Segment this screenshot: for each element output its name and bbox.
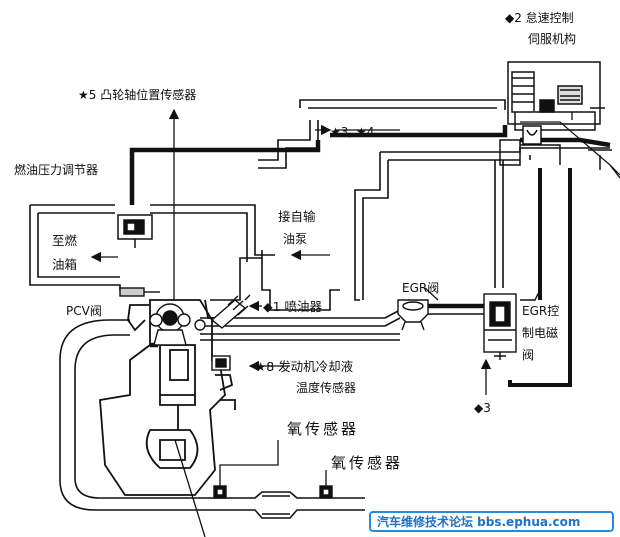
pcv-valve — [119, 287, 160, 297]
label-star34: ★3, ★4 — [330, 125, 374, 139]
label-from-pump-1: 接自输 — [278, 209, 316, 224]
label-to-tank-1: 至燃 — [52, 233, 78, 248]
label-egr-valve: EGR阀 — [402, 281, 439, 295]
label-egr-solenoid-1: EGR控 — [522, 304, 559, 318]
fuel-pressure-regulator — [117, 214, 153, 248]
label-egr-solenoid-2: 制电磁 — [522, 325, 558, 340]
egr-valve-part — [397, 299, 429, 331]
label-fuel-regulator: 燃油压力调节器 — [14, 162, 98, 177]
label-coolant-sensor-2: 温度传感器 — [296, 380, 356, 395]
label-from-pump-2: 油泵 — [283, 232, 307, 246]
idle-control-servo — [507, 61, 620, 176]
exhaust-pipe — [245, 491, 365, 519]
coolant-temp-sensor — [211, 355, 231, 371]
label-egr-solenoid-3: 阀 — [522, 348, 534, 362]
watermark: 汽车维修技术论坛 bbs.ephua.com — [369, 511, 614, 532]
o2-sensors — [213, 485, 333, 499]
fuel-injector — [210, 294, 251, 329]
label-o2-sensor-1: 氧传感器 — [287, 420, 359, 438]
labels: ◆2 怠速控制 伺服机构 ★5 凸轮轴位置传感器 ★3, ★4 燃油压力调节器 … — [14, 11, 576, 472]
label-coolant-sensor-1: ★8 发动机冷却液 — [255, 359, 354, 374]
label-o2-sensor-2: 氧传感器 — [331, 454, 403, 472]
leader-lines — [90, 108, 620, 537]
label-injector: ◆1 喷油器 — [263, 299, 323, 314]
cam-cluster — [149, 303, 206, 346]
label-to-tank-2: 油箱 — [52, 257, 77, 272]
watermark-text: 汽车维修技术论坛 bbs.ephua.com — [377, 514, 580, 529]
label-cam-sensor: ★5 凸轮轴位置传感器 — [78, 87, 196, 102]
egr-solenoid-part — [483, 289, 541, 360]
label-idle-servo-2: 伺服机构 — [528, 31, 576, 46]
hoses — [29, 99, 610, 511]
label-pcv-valve: PCV阀 — [66, 304, 102, 318]
label-idle-servo-1: ◆2 怠速控制 — [505, 11, 574, 25]
throttle-body — [499, 139, 612, 170]
label-diamond3: ◆3 — [474, 401, 491, 415]
